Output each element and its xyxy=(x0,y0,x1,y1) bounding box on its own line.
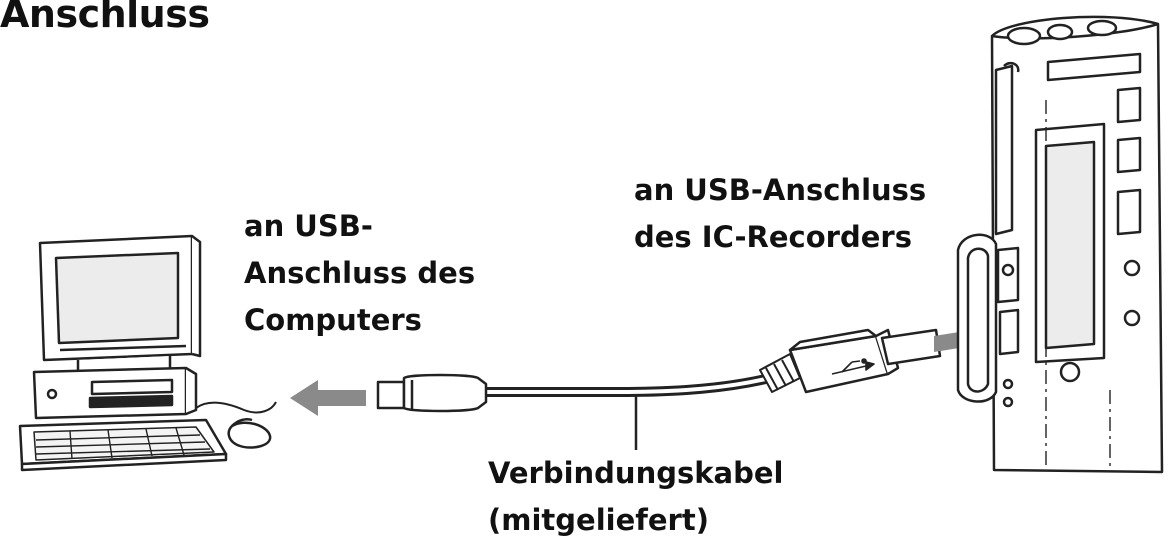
label-line: an USB- xyxy=(244,209,373,243)
computer-icon xyxy=(18,234,277,472)
diagram-title: Anschluss xyxy=(0,0,210,36)
label-connection-cable: Verbindungskabel (mitgeliefert) xyxy=(488,450,783,544)
label-line: (mitgeliefert) xyxy=(488,503,709,537)
usb-cable-icon xyxy=(376,328,942,450)
label-line: Computers xyxy=(244,303,422,337)
label-line: an USB-Anschluss xyxy=(634,173,927,207)
label-line: Anschluss des xyxy=(244,256,476,290)
label-line: Verbindungskabel xyxy=(488,456,784,490)
label-line: des IC-Recorders xyxy=(634,220,912,254)
label-recorder-usb-port: an USB-Anschluss des IC-Recorders xyxy=(634,167,926,261)
usb-plug-icon xyxy=(376,373,488,413)
ic-recorder-icon xyxy=(956,15,1164,474)
arrow-left-icon xyxy=(290,380,366,416)
label-computer-usb-port: an USB- Anschluss des Computers xyxy=(244,203,475,344)
